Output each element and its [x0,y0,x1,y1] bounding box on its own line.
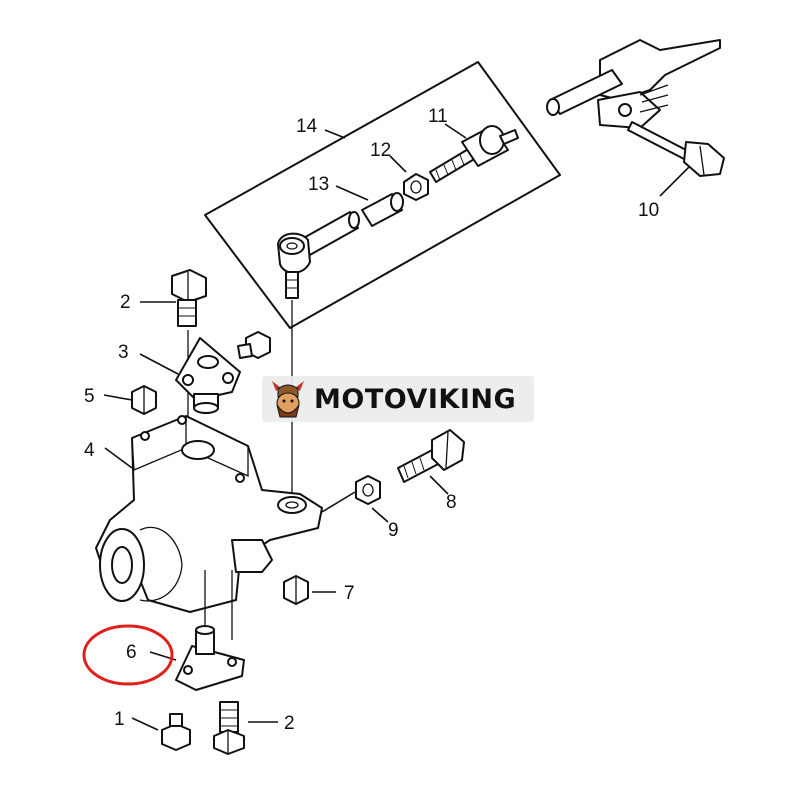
label-10: 10 [638,200,659,221]
sleeve-12 [361,192,404,227]
label-9: 9 [388,520,399,541]
ball-joint-14 [429,125,519,183]
label-14: 11 [428,106,448,127]
nut-5 [131,385,157,415]
bolt-10 [627,121,725,177]
label-3: 3 [118,342,129,363]
steering-knuckle-4 [95,415,323,613]
viking-logo-icon [272,381,304,418]
bracket-6 [175,625,245,691]
watermark-banner: MOTOVIKING [262,376,534,422]
nut-9 [355,475,381,505]
grease-fitting [237,331,271,359]
nut-13 [403,173,429,201]
bracket-3 [175,337,241,414]
bolt-2-top [171,269,207,327]
label-2-top: 2 [120,292,131,313]
nut-7 [283,575,309,605]
label-13: 12 [370,140,391,161]
label-2-bottom: 2 [284,713,295,734]
tie-rod-end [277,211,360,299]
steering-shaft [546,39,721,129]
bolt-1 [161,713,191,751]
label-7: 7 [344,583,355,604]
label-5: 5 [84,386,95,407]
label-11: 14 [296,116,318,137]
bolt-8 [397,429,465,483]
highlight-circle-6 [82,624,174,686]
label-1: 1 [114,709,125,730]
leader-lines [103,123,691,731]
label-12: 13 [308,174,329,195]
label-4: 4 [84,440,95,461]
bolt-2-bottom [213,701,245,755]
tie-rod-assembly-box [204,61,561,329]
label-8: 8 [446,492,457,513]
watermark-text: MOTOVIKING [314,383,517,415]
label-6: 6 [126,642,137,663]
